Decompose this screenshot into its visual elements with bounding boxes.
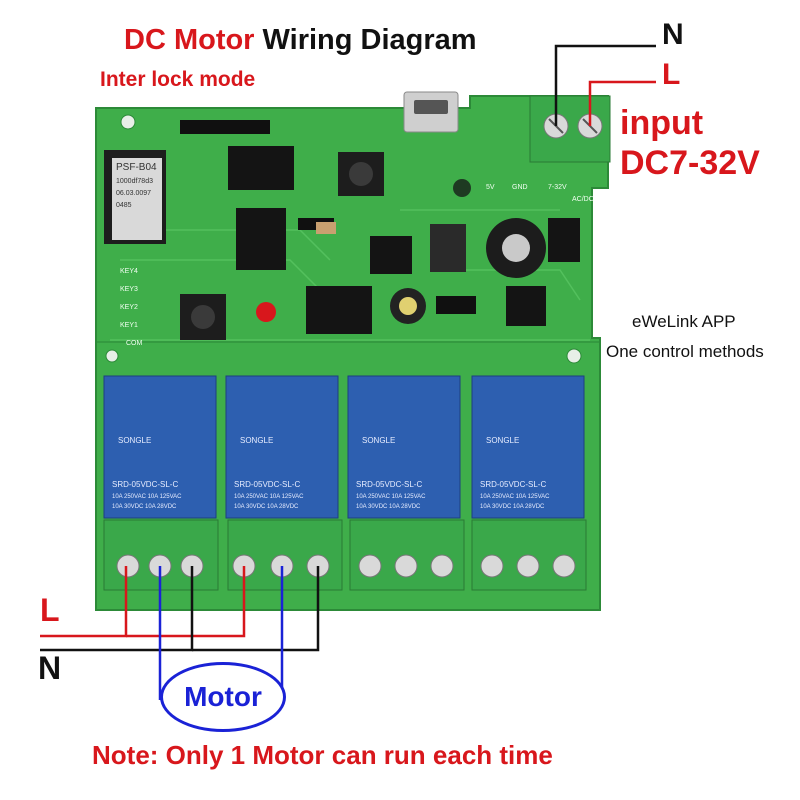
input-label: input bbox=[620, 104, 704, 142]
relay-4-model: SRD-05VDC-SL-C bbox=[480, 480, 547, 489]
load-wires bbox=[40, 566, 320, 700]
relay-3 bbox=[347, 375, 461, 519]
relay-1-model: SRD-05VDC-SL-C bbox=[112, 480, 179, 489]
relays bbox=[103, 375, 585, 519]
relay-2 bbox=[225, 375, 339, 519]
supply-mark-1: 7-32V bbox=[548, 184, 567, 191]
key2-label: KEY2 bbox=[120, 304, 138, 311]
push-buttons bbox=[180, 152, 384, 340]
mode-subtitle: Inter lock mode bbox=[100, 68, 256, 91]
key1-label: KEY1 bbox=[120, 322, 138, 329]
relay-2-brand: SONGLE bbox=[240, 436, 274, 445]
com-label: COM bbox=[126, 340, 143, 347]
relay-2-rating-1: 10A 250VAC 10A 125VAC bbox=[234, 494, 304, 500]
relay-3-rating-1: 10A 250VAC 10A 125VAC bbox=[356, 494, 426, 500]
input-neutral-label: N bbox=[662, 18, 684, 51]
load-neutral-label: N bbox=[38, 650, 62, 686]
relay-1-rating-2: 10A 30VDC 10A 28VDC bbox=[112, 504, 177, 510]
relay-1-brand: SONGLE bbox=[118, 436, 152, 445]
key4-label: KEY4 bbox=[120, 268, 138, 275]
motor-ellipse: Motor bbox=[160, 662, 286, 732]
relay-4-rating-1: 10A 250VAC 10A 125VAC bbox=[480, 494, 550, 500]
wifi-module bbox=[104, 150, 166, 244]
jumper bbox=[436, 296, 476, 314]
app-control-text: One control methods bbox=[606, 342, 764, 361]
module-line-2: 1000df78d3 bbox=[116, 178, 153, 185]
app-name-text: eWeLink APP bbox=[632, 312, 736, 331]
note-text: Note: Only 1 Motor can run each time bbox=[92, 740, 553, 770]
input-wires bbox=[554, 44, 656, 126]
relay-1 bbox=[103, 375, 217, 519]
input-terminal-block bbox=[529, 95, 611, 163]
power-components bbox=[316, 218, 546, 324]
output-terminal-blocks bbox=[103, 519, 587, 591]
diagram-title: DC Motor Wiring Diagram bbox=[124, 24, 477, 57]
relay-3-brand: SONGLE bbox=[362, 436, 396, 445]
load-live-label: L bbox=[40, 592, 60, 628]
relay-3-model: SRD-05VDC-SL-C bbox=[356, 480, 423, 489]
relay-4 bbox=[471, 375, 585, 519]
relay-4-rating-2: 10A 30VDC 10A 28VDC bbox=[480, 504, 545, 510]
module-line-1: PSF-B04 bbox=[116, 162, 157, 173]
ic-chips bbox=[228, 146, 580, 334]
supply-mark-2: GND bbox=[512, 184, 528, 191]
supply-mark-3: 5V bbox=[486, 184, 495, 191]
module-line-4: 0485 bbox=[116, 202, 132, 209]
module-line-3: 06.03.0097 bbox=[116, 190, 152, 197]
relay-2-model: SRD-05VDC-SL-C bbox=[234, 480, 301, 489]
input-live-label: L bbox=[662, 58, 681, 91]
key3-label: KEY3 bbox=[120, 286, 138, 293]
relay-2-rating-2: 10A 30VDC 10A 28VDC bbox=[234, 504, 299, 510]
title-rest: Wiring Diagram bbox=[254, 24, 477, 56]
supply-mark-4: AC/DC bbox=[572, 196, 594, 203]
input-voltage-label: DC7-32V bbox=[620, 144, 760, 182]
relay-1-rating-1: 10A 250VAC 10A 125VAC bbox=[112, 494, 182, 500]
title-highlight: DC Motor bbox=[124, 24, 255, 56]
usb-connector bbox=[403, 91, 459, 133]
relay-3-rating-2: 10A 30VDC 10A 28VDC bbox=[356, 504, 421, 510]
relay-4-brand: SONGLE bbox=[486, 436, 520, 445]
motor-label: Motor bbox=[184, 681, 262, 712]
